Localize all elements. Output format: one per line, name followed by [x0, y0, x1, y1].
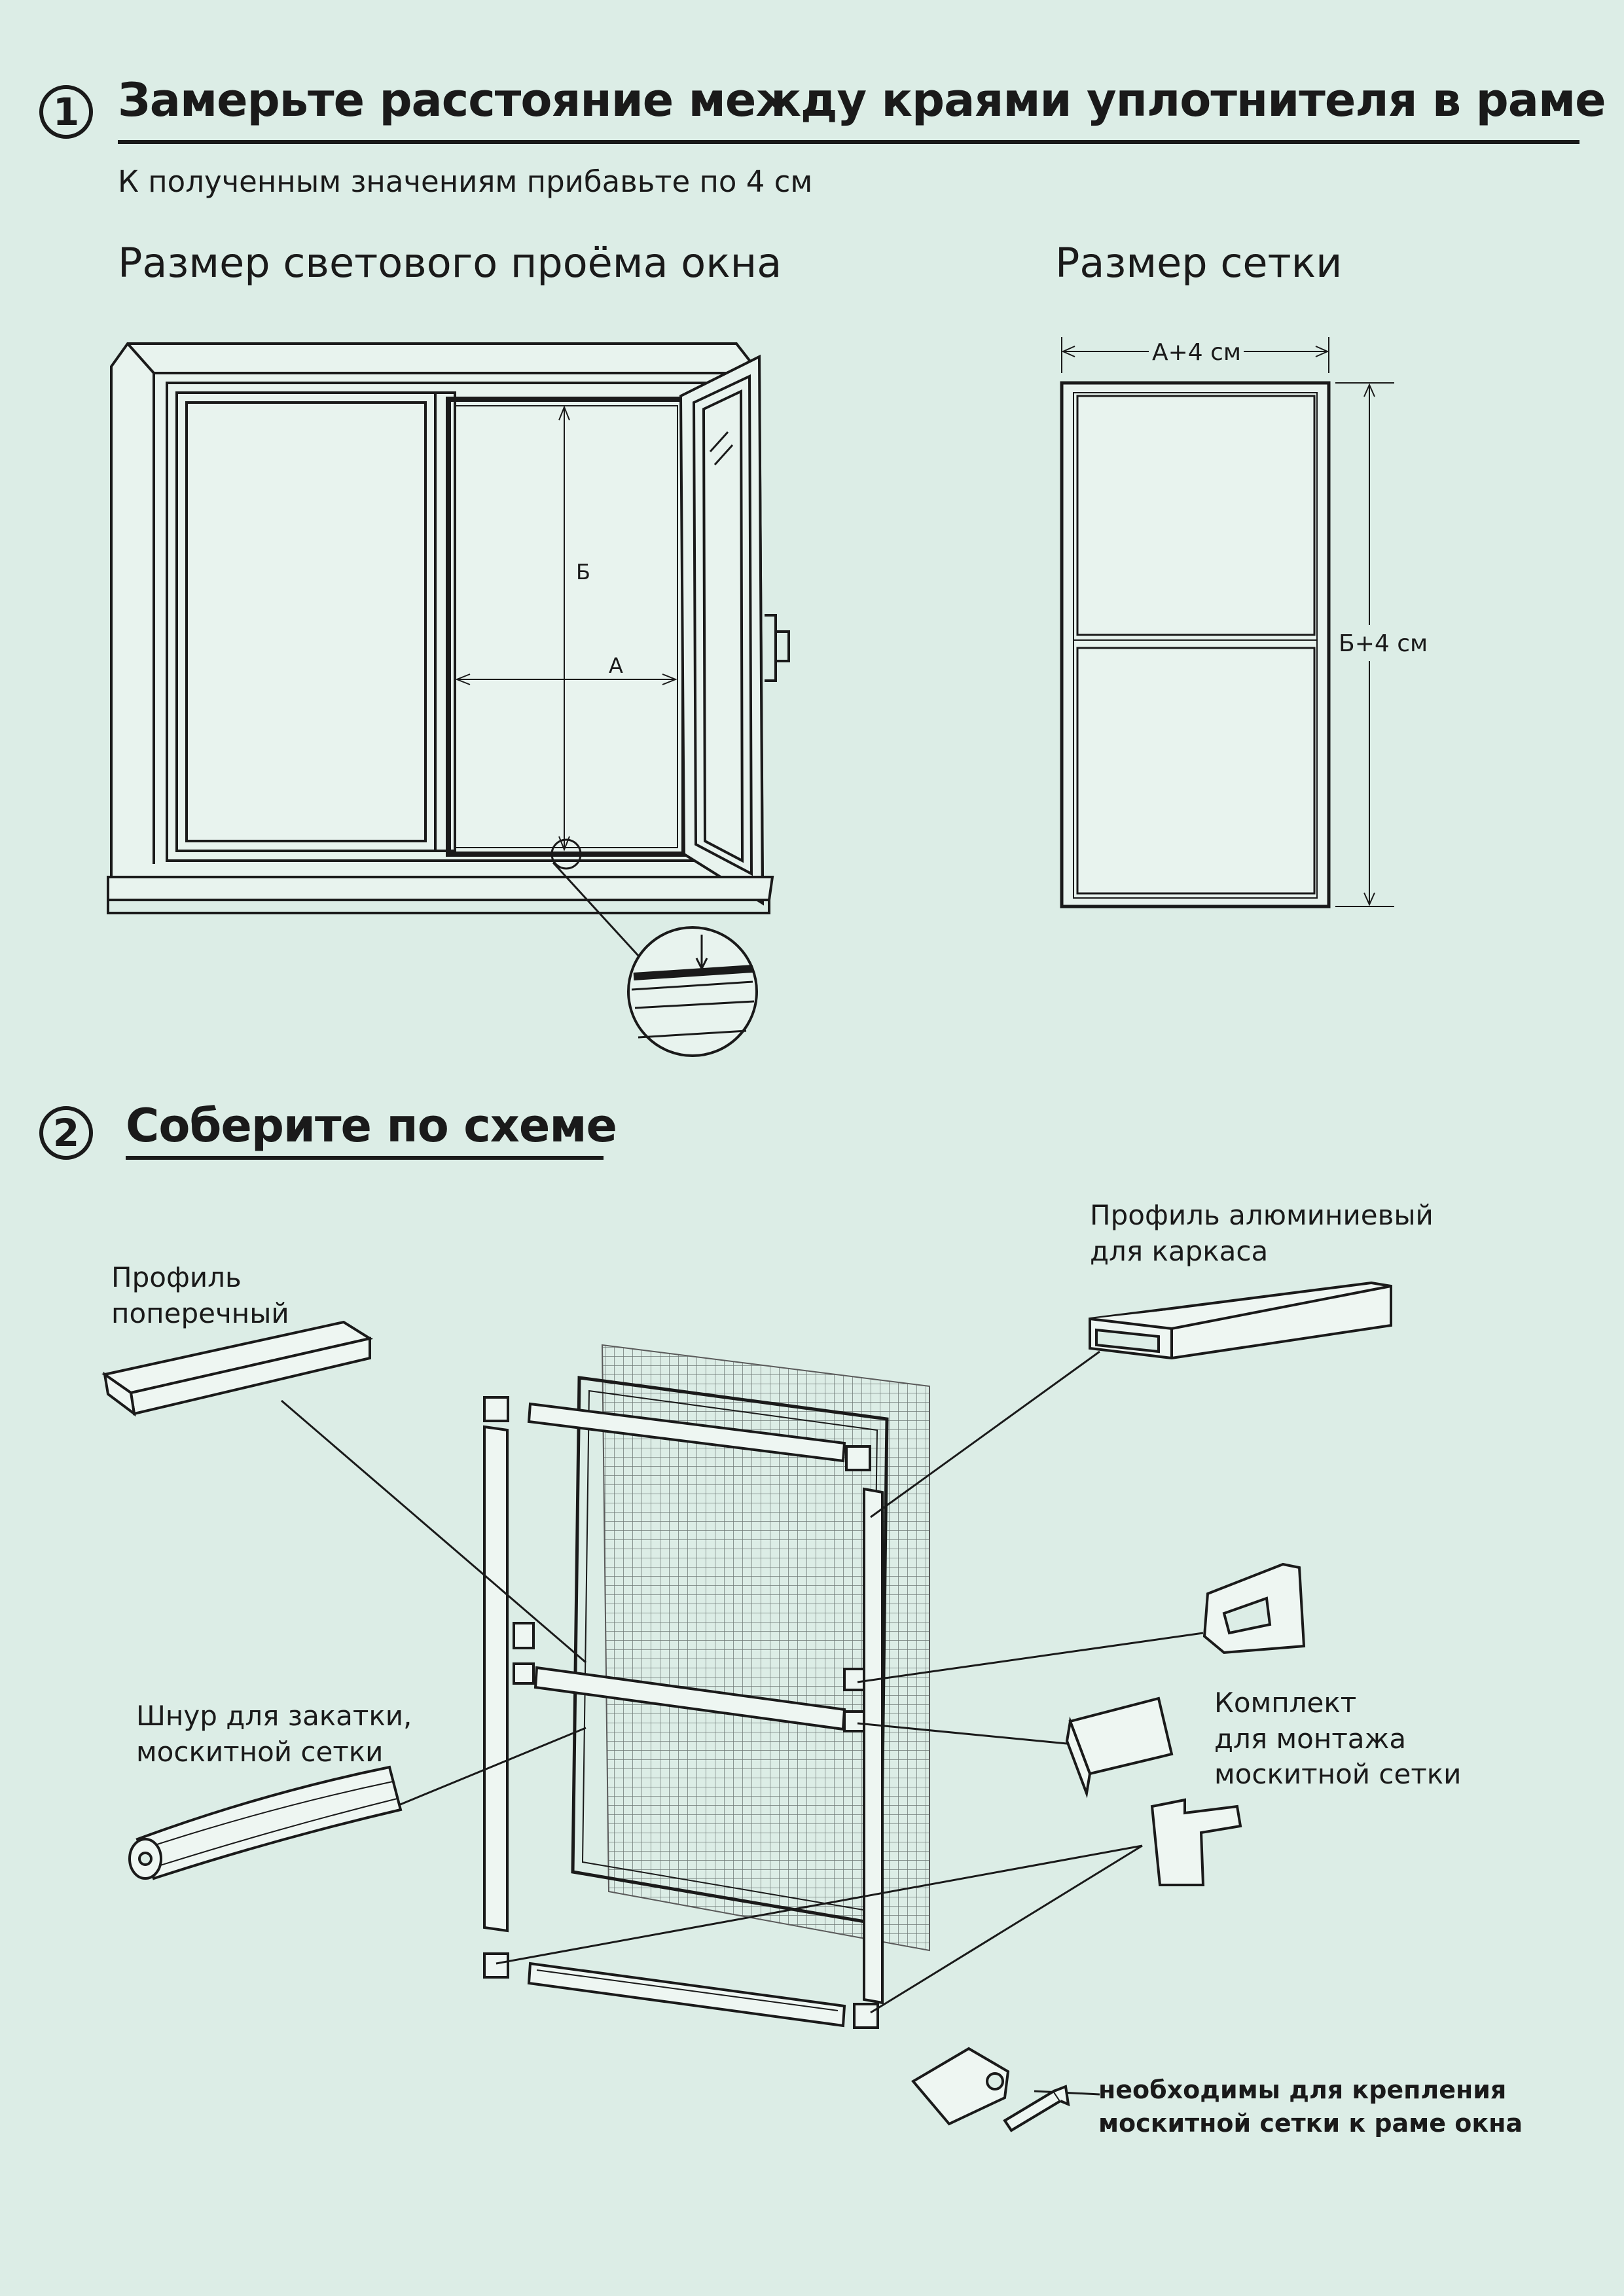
window-opening-caption: Размер светового проёма окна — [118, 239, 782, 287]
cross-profile-label: Профиль поперечный — [111, 1260, 289, 1331]
alu-profile-line-1: Профиль алюминиевый — [1090, 1199, 1434, 1231]
kit-line-1: Комплект — [1214, 1687, 1357, 1719]
cross-profile-line-2: поперечный — [111, 1297, 289, 1329]
alu-profile-label: Профиль алюминиевый для каркаса — [1090, 1198, 1434, 1269]
kit-line-2: для монтажа — [1214, 1722, 1407, 1755]
dim-b-label: Б — [576, 560, 590, 584]
step-2-title: Соберите по схеме — [126, 1099, 617, 1153]
cord-line-2: москитной сетки — [136, 1735, 384, 1768]
fasteners-line-2: москитной сетки к раме окна — [1098, 2109, 1523, 2138]
net-width-label: А+4 см — [1152, 339, 1241, 366]
step-2-number: 2 — [52, 1111, 80, 1155]
fasteners-label: необходимы для крепления москитной сетки… — [1098, 2073, 1523, 2141]
step-2-underline — [126, 1156, 604, 1160]
cord-line-1: Шнур для закатки, — [136, 1700, 412, 1732]
kit-label: Комплект для монтажа москитной сетки — [1214, 1685, 1461, 1793]
alu-profile-line-2: для каркаса — [1090, 1234, 1269, 1267]
kit-line-3: москитной сетки — [1214, 1758, 1462, 1791]
cord-label: Шнур для закатки, москитной сетки — [136, 1698, 412, 1770]
mesh-sheet — [601, 1344, 930, 1952]
step-1-number: 1 — [52, 90, 80, 134]
cross-profile-line-1: Профиль — [111, 1261, 242, 1293]
fasteners-line-1: необходимы для крепления — [1098, 2075, 1507, 2104]
net-height-label: Б+4 см — [1339, 630, 1428, 657]
step-1-badge: 1 — [39, 85, 93, 139]
step-2-badge: 2 — [39, 1106, 93, 1160]
step-1-title: Замерьте расстояние между краями уплотни… — [118, 73, 1606, 127]
net-size-caption: Размер сетки — [1055, 239, 1343, 287]
step-1-underline — [118, 140, 1579, 144]
step-1-subtitle: К полученным значениям прибавьте по 4 см — [118, 164, 813, 199]
dim-a-label: А — [609, 653, 623, 678]
